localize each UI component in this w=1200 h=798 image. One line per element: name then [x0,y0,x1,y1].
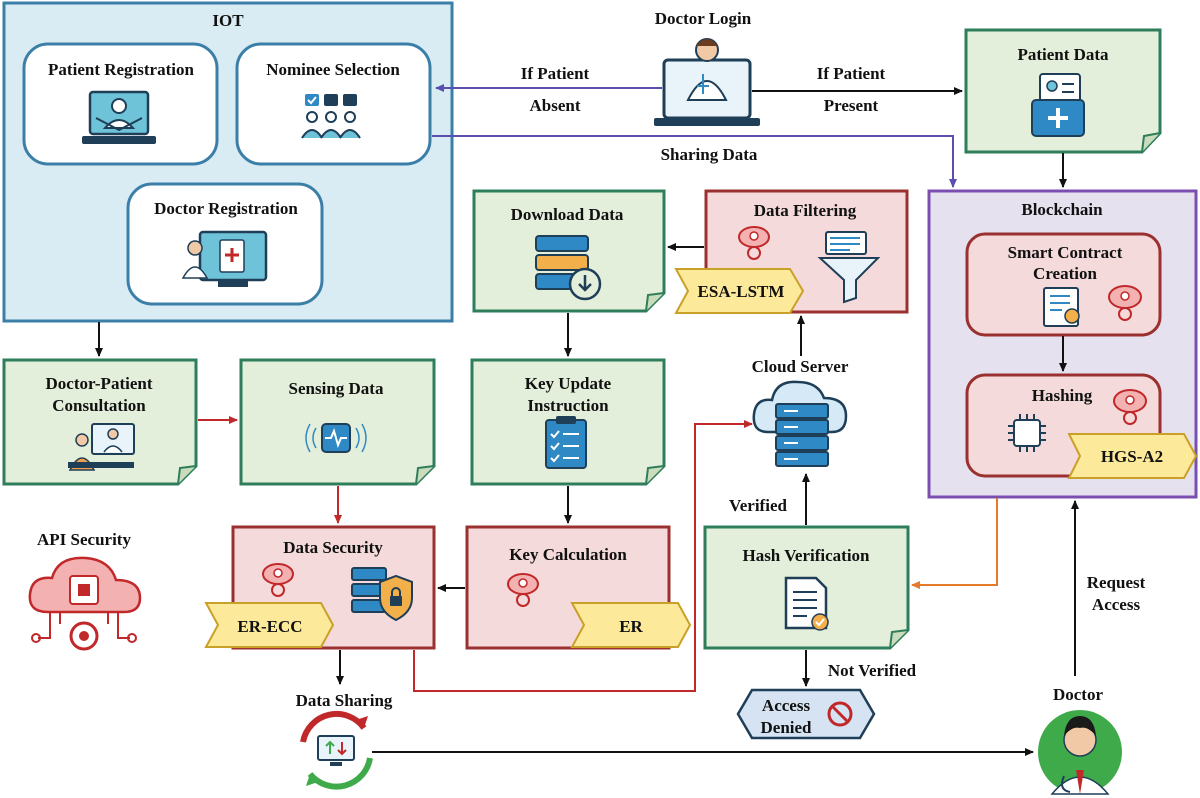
api-security-cloud-icon [28,556,142,651]
access-denied-line2: Denied [761,718,813,737]
hash-verification-box: Hash Verification [703,525,910,650]
download-data-box: Download Data [472,189,666,313]
doctor-registration-box: Doctor Registration [126,182,324,306]
blockchain-title: Blockchain [1021,200,1103,219]
smart-contract-box: Smart Contract Creation [965,232,1162,337]
doctor-login-label: Doctor Login [655,9,752,28]
request-access-line1: Request [1087,573,1146,592]
server-shield-icon [351,567,413,622]
if-patient-absent-line2: Absent [529,96,580,115]
patient-registration-label: Patient Registration [48,60,194,79]
cloud-server: Cloud Server [752,357,849,467]
nominee-selection-box: Nominee Selection [235,42,432,166]
hgs-a2-tag: HGS-A2 [1067,433,1198,479]
filter-funnel-icon [817,231,881,304]
access-denied-line1: Access [762,696,811,715]
consultation-label-line1: Doctor-Patient [46,374,153,393]
request-access-line2: Access [1092,595,1141,614]
data-filtering-box: Data Filtering ESA-LSTM [674,189,909,314]
key-calculation-box: Key Calculation ER [465,525,692,650]
patient-data-label: Patient Data [1017,45,1109,64]
api-security: API Security [28,530,142,651]
if-patient-absent-line1: If Patient [521,64,590,83]
er-ecc-tag: ER-ECC [204,602,335,648]
cloud-server-label: Cloud Server [752,357,849,376]
er-ecc-label: ER-ECC [237,617,302,636]
iot-title: IOT [212,11,244,30]
hashing-box: Hashing HGS-A2 [965,373,1198,479]
no-entry-icon [827,701,853,727]
patient-folder-icon [1031,73,1085,137]
data-filtering-label: Data Filtering [754,201,857,220]
if-patient-present-line1: If Patient [817,64,886,83]
patient-registration-box: Patient Registration [22,42,219,166]
key-calc-cloud-gear-icon [507,573,539,607]
data-security-cloud-gear-icon [262,563,294,597]
data-sharing-icon [300,710,373,790]
nominee-selection-label: Nominee Selection [266,60,400,79]
key-update-label-line2: Instruction [527,396,609,415]
esa-lstm-label: ESA-LSTM [698,282,785,301]
patient-data-box: Patient Data [964,28,1162,154]
doctor-label: Doctor [1053,685,1103,704]
hashing-label: Hashing [1032,386,1093,405]
iot-panel: IOT Patient Registration Nominee Selecti… [2,1,454,323]
connectors [95,84,1079,756]
doctor-registration-label: Doctor Registration [154,199,298,218]
key-update-instruction-box: Key Update Instruction [470,358,666,486]
key-update-label-line1: Key Update [525,374,612,393]
sharing-data-label: Sharing Data [661,145,758,164]
er-label: ER [619,617,643,636]
not-verified-label: Not Verified [828,661,917,680]
api-security-label: API Security [37,530,131,549]
doctor-laptop-icon [654,38,760,126]
doctor-login: Doctor Login [654,9,760,126]
filtering-cloud-gear-icon [738,226,770,260]
hgs-a2-label: HGS-A2 [1101,447,1163,466]
if-patient-present-line2: Present [824,96,879,115]
key-calculation-label: Key Calculation [509,545,627,564]
server-download-icon [535,235,602,301]
verified-label: Verified [729,496,787,515]
smart-contract-label-line1: Smart Contract [1008,243,1123,262]
er-tag: ER [570,602,692,648]
access-denied-badge: Access Denied [736,688,876,740]
nominee-group-icon [301,94,361,139]
verified-document-icon [784,576,829,631]
esa-lstm-tag: ESA-LSTM [674,268,805,314]
doctor-avatar-icon [1038,710,1122,795]
contract-document-icon [1043,287,1080,327]
data-security-label: Data Security [283,538,383,557]
doctor-patient-consultation-box: Doctor-Patient Consultation [2,358,198,486]
cloud-gear-icon [1108,285,1142,321]
doctor-monitor-icon [181,230,268,287]
hash-verification-label: Hash Verification [742,546,870,565]
patient-laptop-icon [82,90,156,144]
sensing-data-label: Sensing Data [289,379,384,398]
sensing-data-box: Sensing Data [239,358,436,486]
sensor-icon [305,423,367,453]
hashing-cloud-gear-icon [1113,389,1147,425]
data-sharing-label: Data Sharing [296,691,393,710]
consultation-icon [68,423,135,471]
checklist-icon [545,416,587,469]
smart-contract-label-line2: Creation [1033,264,1097,283]
chip-icon [1008,414,1046,452]
cloud-server-icon [752,380,848,467]
data-security-box: Data Security ER-ECC [204,525,436,650]
consultation-label-line2: Consultation [52,396,146,415]
blockchain-panel: Blockchain Smart Contract Creation Hashi… [927,189,1198,499]
download-data-label: Download Data [511,205,624,224]
